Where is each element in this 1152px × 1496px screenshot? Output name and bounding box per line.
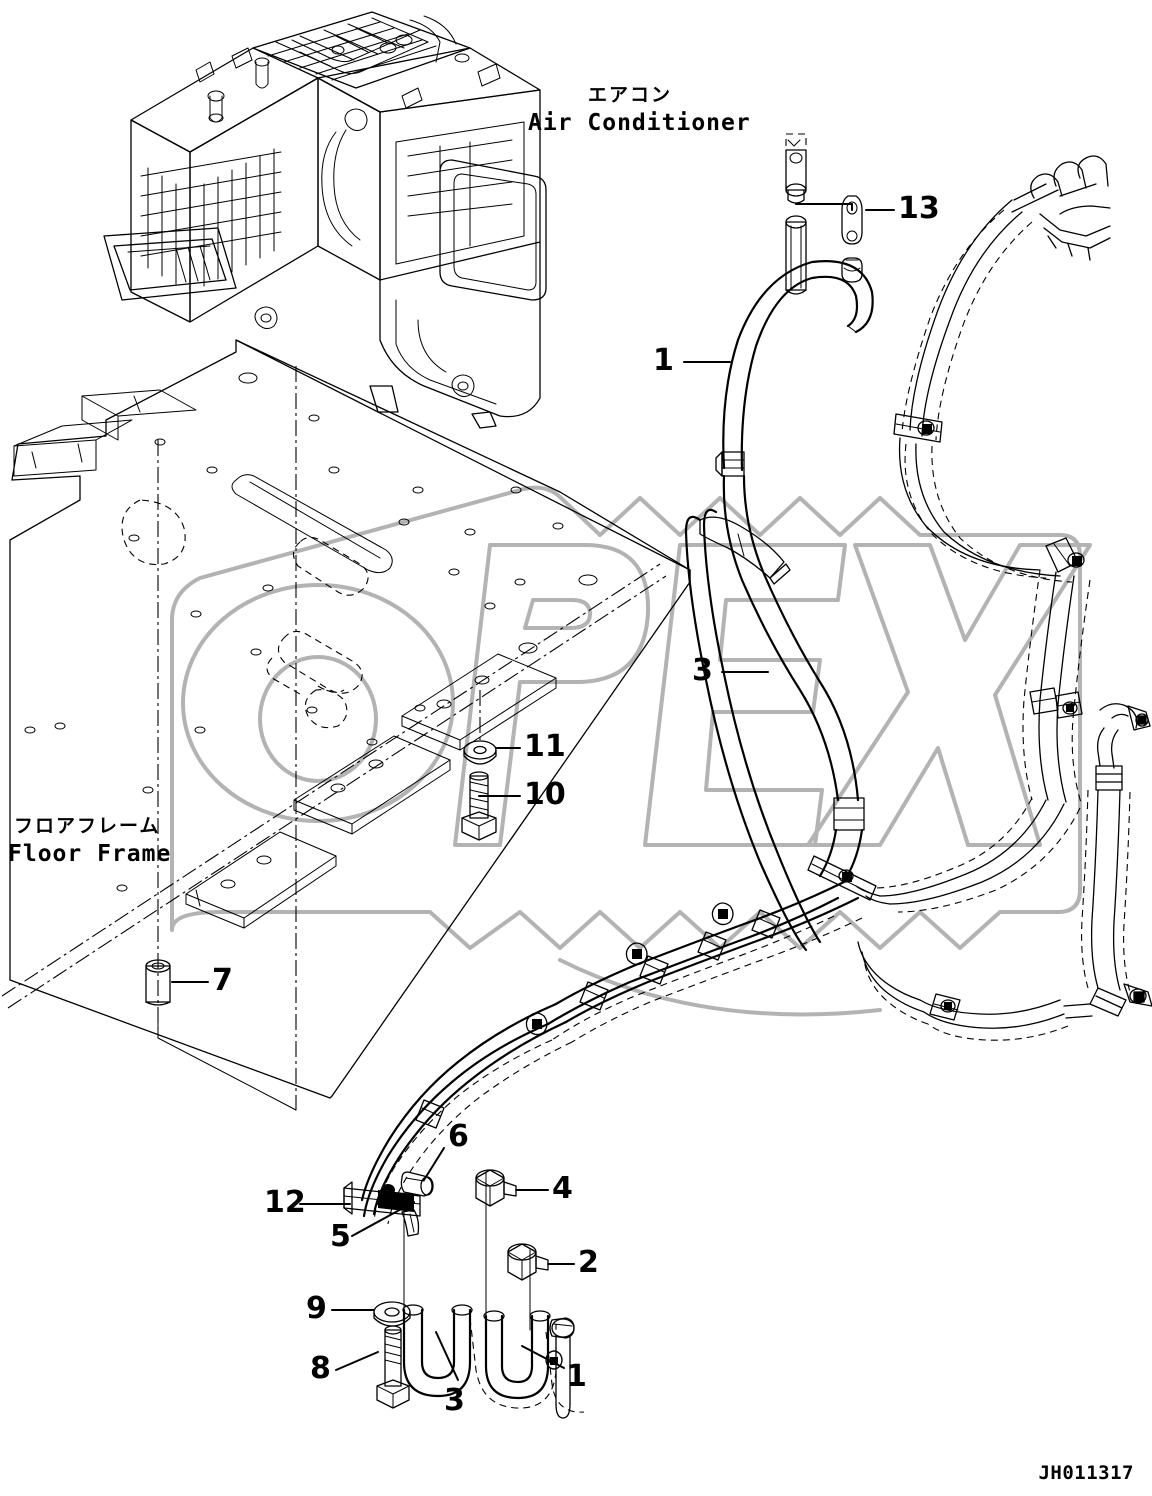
callout-1: 1 [653,343,674,378]
floor-frame-label-jp: フロアフレーム [14,815,161,837]
bolt-8 [376,1325,410,1409]
nut-4 [475,1169,517,1207]
callout-6: 6 [448,1119,469,1154]
hose-bundle-diagonal [525,878,863,1043]
hose-routing-right [855,155,1152,1041]
callout-1-bottom: 1 [566,1359,587,1394]
callout-8: 8 [310,1351,331,1386]
callout-7: 7 [212,963,233,998]
air-conditioner-label-en: Air Conditioner [528,110,751,136]
clip-13-group [785,133,863,295]
callout-5: 5 [330,1219,351,1254]
floor-frame-plate [1,339,691,1099]
callout-leaders [171,209,895,1381]
callout-2: 2 [578,1245,599,1280]
hose-1-upper [715,260,874,880]
callout-9: 9 [306,1291,327,1326]
assembly-centerlines [157,366,531,1331]
spacer-7 [145,959,171,1006]
drawing-number: JH011317 [1038,1462,1134,1484]
clamp-bracket-cluster [343,1171,434,1237]
hose-3-center [684,508,822,952]
air-conditioner-unit [103,11,547,429]
nut-2 [507,1243,549,1281]
hose-clamp-mid [807,855,877,901]
floor-frame-label-en: Floor Frame [8,841,172,867]
callout-3: 3 [692,653,713,688]
bolt-10 [461,771,497,841]
air-conditioner-label-jp: エアコン [588,84,673,106]
callout-12: 12 [264,1185,306,1220]
callout-13: 13 [898,191,940,226]
tube-u-bends [402,1304,585,1419]
callout-11: 11 [524,729,566,764]
watermark-opex [170,485,1092,1017]
washer-11 [463,740,497,765]
callout-4: 4 [552,1171,573,1206]
callout-3-bottom: 3 [444,1383,465,1418]
callout-10: 10 [524,777,566,812]
